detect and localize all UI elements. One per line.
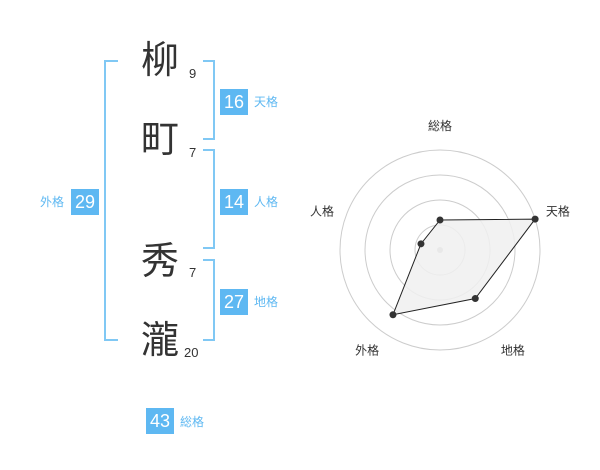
tenkaku-value-badge: 16	[220, 89, 248, 115]
radar-axis-label-4: 外格	[355, 342, 379, 357]
radar-point-4	[389, 311, 397, 319]
chikaku-value-badge: 27	[220, 289, 248, 315]
radar-axis-label-1: 総格	[428, 118, 452, 133]
gaikaku-bracket	[104, 60, 118, 341]
tenkaku-label: 天格	[254, 95, 279, 109]
radar-axis-label-2: 天格	[546, 204, 570, 219]
radar-ring	[364, 174, 516, 326]
radar-point-1	[436, 216, 444, 224]
radar-ring	[339, 149, 541, 351]
stroke-count-3: 7	[189, 265, 197, 280]
name-char-3: 秀	[141, 239, 180, 283]
radar-point-2	[531, 215, 539, 223]
name-char-4: 瀧	[141, 318, 180, 362]
soukaku-label: 総格	[180, 415, 205, 429]
radar-data-points	[389, 215, 539, 319]
radar-axis-label-5: 人格	[310, 204, 334, 219]
jinkaku-label: 人格	[254, 195, 279, 209]
radar-point-3	[471, 295, 479, 303]
name-char-2: 町	[141, 117, 180, 161]
radar-axis-label-3: 地格	[501, 342, 525, 357]
stroke-count-4: 20	[184, 345, 199, 360]
gaikaku-value-badge: 29	[71, 189, 99, 215]
chikaku-label: 地格	[254, 295, 279, 309]
jinkaku-value-badge: 14	[220, 189, 248, 215]
stroke-count-2: 7	[189, 145, 197, 160]
gaikaku-label: 外格	[40, 195, 65, 209]
radar-data-polygon	[392, 218, 537, 316]
jinkaku-bracket	[203, 149, 215, 249]
chikaku-bracket	[203, 259, 215, 341]
soukaku-value-badge: 43	[146, 408, 174, 434]
name-char-1: 柳	[141, 38, 180, 82]
radar-point-5	[417, 240, 425, 248]
stroke-count-1: 9	[189, 66, 197, 81]
tenkaku-bracket	[203, 60, 215, 140]
